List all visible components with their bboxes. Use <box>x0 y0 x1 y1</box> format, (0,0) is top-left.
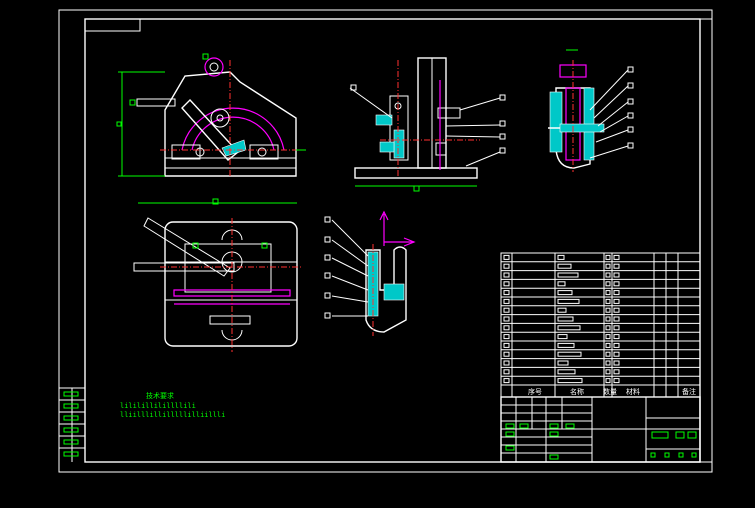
parts-cell-mark <box>605 263 611 269</box>
parts-cell-mark <box>613 263 620 269</box>
parts-cell-mark <box>613 272 620 278</box>
parts-cell-mark <box>557 298 580 304</box>
parts-cell-mark <box>557 325 581 331</box>
header-material: 材料 <box>626 387 640 396</box>
parts-cell-mark <box>613 360 620 366</box>
header-index: 序号 <box>528 387 542 396</box>
parts-cell-mark <box>503 263 510 269</box>
parts-cell-mark <box>605 369 611 375</box>
header-remarks: 备注 <box>682 387 696 396</box>
parts-cell-mark <box>557 272 579 278</box>
parts-cell-mark <box>605 254 611 260</box>
parts-cell-mark <box>613 342 620 348</box>
title-block <box>500 396 701 463</box>
side-view <box>349 57 506 192</box>
parts-cell-mark <box>557 290 573 296</box>
parts-cell-mark <box>557 334 568 340</box>
parts-cell-mark <box>503 378 510 384</box>
parts-cell-mark <box>503 351 510 357</box>
parts-cell-mark <box>503 290 510 296</box>
parts-cell-mark <box>613 281 620 287</box>
parts-cell-mark <box>605 360 611 366</box>
parts-cell-mark <box>605 290 611 296</box>
parts-cell-mark <box>503 254 510 260</box>
parts-cell-mark <box>503 342 510 348</box>
parts-cell-mark <box>557 263 572 269</box>
parts-cell-mark <box>557 360 569 366</box>
corner-code-box <box>84 18 141 32</box>
outer-sheet-border <box>58 9 713 473</box>
parts-cell-mark <box>613 351 620 357</box>
parts-cell-mark <box>503 360 510 366</box>
notes-title: 技术要求 <box>146 391 174 400</box>
parts-cell-mark <box>503 334 510 340</box>
detail-section-view <box>548 49 634 172</box>
parts-cell-mark <box>503 272 510 278</box>
parts-cell-mark <box>503 325 510 331</box>
parts-cell-mark <box>605 325 611 331</box>
notes-line-1: lililillilillllili <box>120 402 196 410</box>
parts-cell-mark <box>605 342 611 348</box>
parts-cell-mark <box>503 316 510 322</box>
parts-cell-mark <box>613 254 620 260</box>
parts-cell-mark <box>557 378 583 384</box>
parts-cell-mark <box>503 281 510 287</box>
parts-cell-mark <box>605 351 611 357</box>
parts-cell-mark <box>605 378 611 384</box>
parts-cell-mark <box>605 298 611 304</box>
parts-cell-mark <box>613 369 620 375</box>
parts-cell-mark <box>503 298 510 304</box>
parts-cell-mark <box>557 342 575 348</box>
parts-cell-mark <box>613 307 620 313</box>
parts-cell-mark <box>557 351 582 357</box>
top-view <box>133 198 302 352</box>
header-name: 名称 <box>570 387 584 396</box>
parts-cell-mark <box>605 272 611 278</box>
parts-cell-mark <box>613 316 620 322</box>
parts-list-table: 序号 名称 数量 材料 备注 <box>500 252 701 398</box>
parts-cell-mark <box>557 281 566 287</box>
parts-cell-mark <box>613 325 620 331</box>
parts-cell-mark <box>605 334 611 340</box>
left-binding-strip <box>59 387 85 462</box>
parts-cell-mark <box>605 316 611 322</box>
inner-drawing-frame <box>84 18 701 463</box>
technical-requirements: 技术要求 lililillilillllili lliilllillilllll… <box>120 391 225 419</box>
parts-cell-mark <box>613 334 620 340</box>
parts-cell-mark <box>557 254 565 260</box>
parts-cell-mark <box>605 281 611 287</box>
parts-cell-mark <box>557 369 576 375</box>
parts-cell-mark <box>557 307 567 313</box>
parts-cell-mark <box>613 298 620 304</box>
parts-cell-mark <box>613 378 620 384</box>
small-section-view <box>324 210 416 336</box>
parts-cell-mark <box>613 290 620 296</box>
parts-cell-mark <box>605 307 611 313</box>
parts-cell-mark <box>503 369 510 375</box>
parts-cell-mark <box>557 316 574 322</box>
front-view <box>116 53 306 178</box>
header-qty: 数量 <box>603 387 617 396</box>
notes-line-2: lliilllillilllllilliillli <box>120 411 225 419</box>
parts-cell-mark <box>503 307 510 313</box>
